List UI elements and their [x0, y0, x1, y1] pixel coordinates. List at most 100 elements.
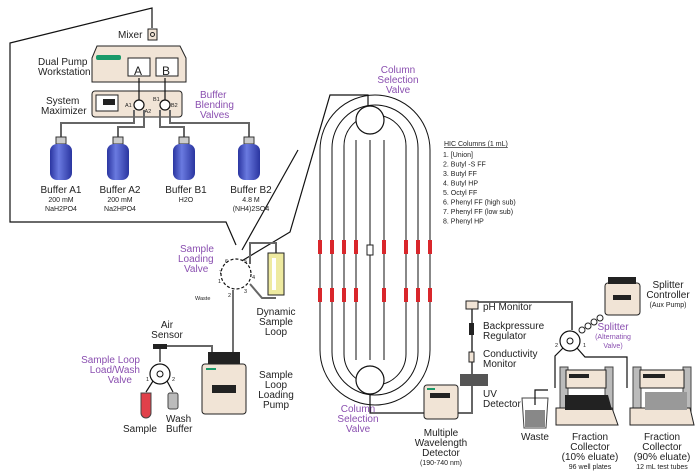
hic-column-item: 6. Phenyl FF (high sub) — [443, 200, 516, 207]
dual-pump-label: Dual Pump — [38, 57, 88, 68]
splitter-label-3: Valve) — [603, 343, 622, 350]
column-fitting — [404, 288, 408, 302]
fc2-label-3: (90% eluate) — [634, 452, 691, 463]
hic-column-item: 3. Butyl FF — [443, 171, 477, 178]
loading-pump-label-3: Loading — [258, 390, 294, 401]
fc1-label-2: Collector — [570, 442, 610, 453]
fraction-collector-1 — [555, 366, 619, 426]
load-wash-valve[interactable] — [149, 363, 171, 385]
port-b2: B2 — [171, 103, 178, 109]
buffer-b1-name: Buffer B1 — [165, 185, 207, 196]
port-b1: B1 — [153, 97, 160, 103]
conductivity-monitor — [468, 351, 475, 363]
backpressure-regulator — [469, 323, 474, 335]
hic-column-item: 5. Octyl FF — [443, 190, 477, 197]
column-fitting — [404, 240, 408, 254]
column-fitting — [416, 240, 420, 254]
valve-to-column-tubing — [241, 149, 299, 251]
port-a2: A2 — [145, 109, 152, 115]
pump-channel-a: A — [134, 64, 142, 78]
hic-column-item: 4. Butyl HP — [443, 181, 478, 188]
column-loops — [319, 94, 431, 406]
bpr-label: Backpressure — [483, 321, 545, 332]
mwd-label-2: Wavelength — [415, 438, 467, 449]
sample-valve-label-3: Valve — [184, 264, 209, 275]
hic-title: HIC Columns (1 mL) — [444, 141, 508, 148]
maximizer-label-2: Maximizer — [41, 106, 87, 117]
uv-detector — [460, 374, 488, 386]
port-a1: A1 — [125, 103, 132, 109]
lw-port-1: 1 — [146, 377, 149, 383]
column-fitting — [342, 288, 346, 302]
load-wash-label-3: Valve — [108, 375, 133, 386]
column-fitting — [354, 240, 358, 254]
sample-valve-label: Sample — [180, 244, 214, 255]
blending-valve-a — [133, 99, 145, 111]
splitter-label: Splitter — [597, 322, 629, 333]
buffer-b2-conc: 4.8 M — [242, 197, 260, 204]
hic-columns — [318, 240, 432, 302]
buffer-bottle-a1 — [50, 136, 72, 180]
dual-pump-label-2: Workstation — [38, 67, 91, 78]
sample-loop-label: Dynamic — [257, 307, 296, 318]
maximizer-label: System — [46, 96, 79, 107]
loading-pump-label-2: Loop — [265, 380, 288, 391]
splitter-ctrl-label-2: Controller — [646, 290, 690, 301]
uv-label: UV — [483, 389, 497, 400]
wash-label: Wash — [166, 414, 191, 425]
buffer-a1-name: Buffer A1 — [41, 185, 82, 196]
sample-loop-label-2: Sample — [259, 317, 293, 328]
mwd-label-3: Detector — [422, 448, 460, 459]
fc1-label-4: 96 well plates — [569, 464, 612, 471]
lw-port-2: 2 — [172, 377, 175, 383]
fc1-label-3: (10% eluate) — [562, 452, 619, 463]
column-valve-inlet-tubing — [239, 94, 369, 263]
buffer-a2-name: Buffer A2 — [100, 185, 141, 196]
sv-port-5: 5 — [244, 259, 247, 265]
cond-label: Conductivity — [483, 349, 537, 360]
column-fitting — [318, 288, 322, 302]
sv-port-1: 1 — [218, 279, 221, 285]
air-sensor — [153, 344, 167, 349]
buffer-bottle-a2 — [107, 136, 129, 180]
mixer-label: Mixer — [118, 30, 143, 41]
buffer-bottle-b2 — [238, 136, 260, 180]
blending-label: Buffer — [200, 90, 227, 101]
waste-label: Waste — [521, 432, 549, 443]
waste-port-label: Waste — [195, 296, 210, 302]
column-fitting — [382, 288, 386, 302]
splitter-ctrl-label: Splitter — [652, 280, 684, 291]
buffer-a1-formula: NaH2PO4 — [45, 206, 77, 213]
column-valve-bottom-label: Column — [341, 404, 375, 415]
sample-label: Sample — [123, 424, 157, 435]
splitter-valve[interactable] — [559, 330, 581, 352]
splitter-ctrl-label-3: (Aux Pump) — [650, 302, 687, 309]
blending-label-3: Valves — [200, 110, 229, 121]
buffer-b1-formula: H2O — [179, 197, 194, 204]
column-fitting — [428, 240, 432, 254]
ph-label: pH Monitor — [483, 302, 533, 313]
column-fitting — [382, 240, 386, 254]
sv-port-4: 4 — [252, 275, 255, 281]
wash-buffer-bottle — [167, 392, 179, 410]
column-selection-valve-bottom[interactable] — [355, 365, 385, 395]
hic-column-item: 7. Phenyl FF (low sub) — [443, 209, 513, 216]
mixer-icon — [147, 28, 158, 41]
fc2-label: Fraction — [644, 432, 680, 443]
buffer-bottle-b1 — [173, 136, 195, 180]
fc2-label-2: Collector — [642, 442, 682, 453]
column-fitting — [416, 288, 420, 302]
sample-tube — [140, 392, 152, 419]
column-selection-valve-top[interactable] — [355, 105, 385, 135]
sv-port-3: 3 — [244, 289, 247, 295]
blending-label-2: Blending — [195, 100, 234, 111]
sv-port-2: 2 — [228, 293, 231, 299]
sample-loading-valve[interactable] — [220, 258, 252, 290]
buffer-a1-conc: 200 mM — [48, 197, 73, 204]
bpr-label-2: Regulator — [483, 331, 527, 342]
hic-column-item: 1. [Union] — [443, 152, 473, 159]
fc2-label-4: 12 mL test tubes — [636, 464, 688, 471]
sample-loop-label-3: Loop — [265, 327, 288, 338]
column-fitting — [342, 240, 346, 254]
